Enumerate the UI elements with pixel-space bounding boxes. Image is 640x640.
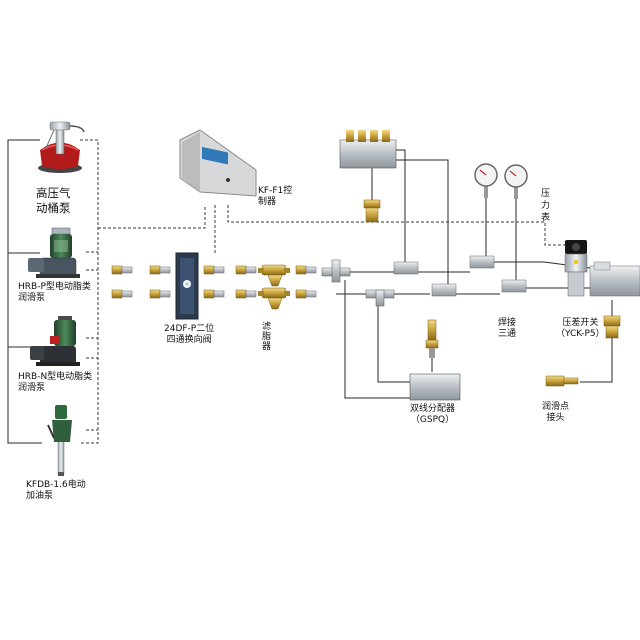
distributor-icon — [409, 319, 461, 401]
pressure-switch-icon — [564, 240, 640, 297]
fitting-icon — [111, 289, 133, 299]
pressure-gauge-icon — [474, 163, 498, 198]
electric-pump-icon — [30, 316, 80, 366]
fitting-icon — [545, 375, 579, 387]
label-controller: KF-F1控制器 — [258, 186, 293, 207]
label-lube-point: 润滑点接头 — [542, 402, 570, 423]
dashed-lines — [80, 139, 565, 444]
fitting-icon — [321, 259, 351, 283]
fitting-icon — [149, 289, 171, 299]
pressure-gauge-icon — [504, 164, 528, 199]
fitting-icon — [295, 265, 317, 275]
label-distributor: 双线分配器（GSPQ） — [410, 404, 456, 425]
label-filter: 滤脂器 — [262, 322, 272, 352]
label-valve: 24DF-P二位四通换向阀 — [164, 324, 215, 345]
label-hrb-n-pump: HRB-N型电动脂类润滑泵 — [18, 372, 93, 393]
distributor-icon — [339, 130, 397, 223]
fittings-group — [111, 265, 317, 299]
fitting-icon — [149, 265, 171, 275]
fitting-icon — [295, 289, 317, 299]
label-air-pump: 高压气动桶泵 — [36, 186, 71, 215]
filter-icon — [258, 287, 290, 310]
oil-gun-icon — [47, 405, 72, 476]
fitting-icon — [235, 265, 257, 275]
valve-icon — [175, 252, 199, 320]
fitting-icon — [365, 289, 395, 307]
label-tee: 焊接三通 — [498, 318, 517, 339]
fitting-icon — [203, 289, 225, 299]
filter-icon — [258, 264, 290, 287]
controller-icon — [179, 129, 257, 197]
label-hrb-p-pump: HRB-P型电动脂类润滑泵 — [18, 282, 91, 303]
fitting-icon — [603, 315, 621, 339]
air-pump-icon — [38, 121, 85, 173]
electric-pump-icon — [28, 227, 80, 278]
fitting-icon — [111, 265, 133, 275]
label-pressure-gauge: 压力表 — [541, 189, 551, 223]
label-kfdb-pump: KFDB-1.6电动加油泵 — [26, 480, 86, 501]
fitting-icon — [203, 265, 225, 275]
fitting-icon — [235, 289, 257, 299]
label-pressure-switch: 压差开关（YCK-P5） — [556, 318, 605, 339]
fitting-icon — [393, 255, 527, 297]
